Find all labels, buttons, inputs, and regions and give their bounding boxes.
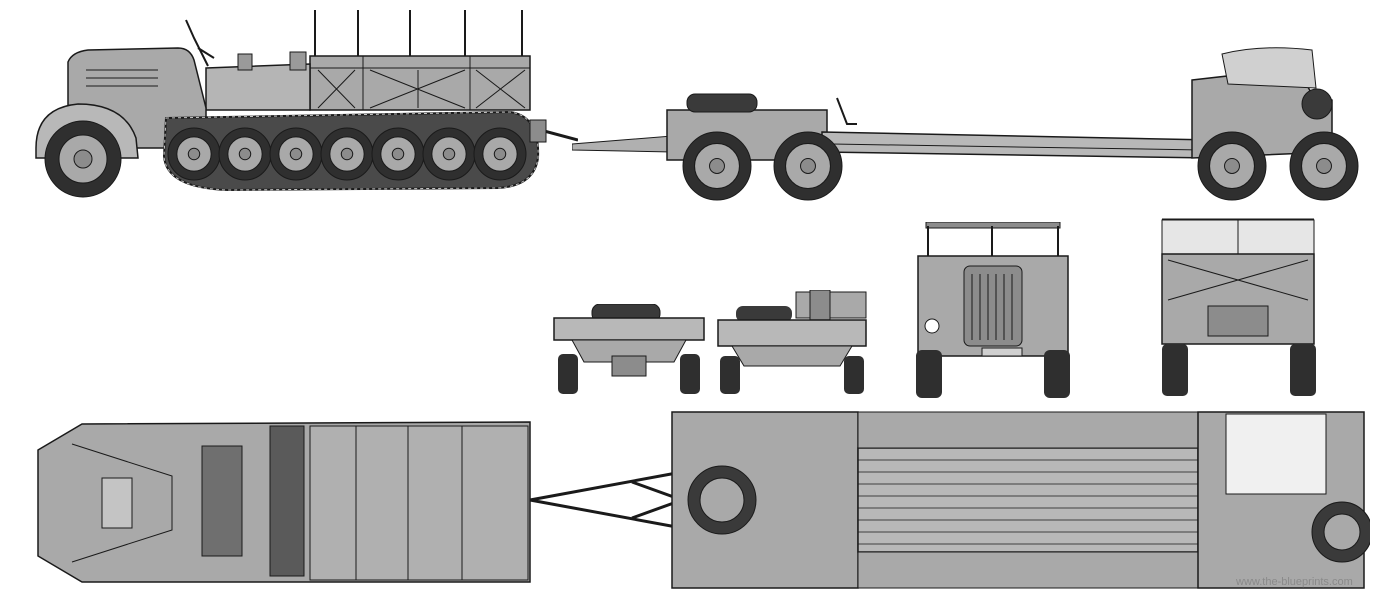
trailer-drawbar bbox=[572, 135, 673, 153]
trailer-wheel bbox=[1289, 131, 1359, 201]
trailer-wheel bbox=[1197, 131, 1267, 201]
road-wheel bbox=[167, 127, 221, 181]
halftrack-top-view bbox=[37, 421, 687, 583]
cargo-stakes bbox=[314, 10, 523, 58]
trailer-rear-view bbox=[553, 304, 705, 394]
road-wheel bbox=[371, 127, 425, 181]
trailer-side-view bbox=[572, 47, 1359, 201]
halftrack-front-view bbox=[916, 222, 1070, 398]
watermark-text: www.the-blueprints.com bbox=[1236, 576, 1353, 588]
road-wheel bbox=[320, 127, 374, 181]
road-wheels bbox=[167, 127, 527, 181]
trailer-wheel bbox=[773, 131, 843, 201]
trailer-wheel bbox=[682, 131, 752, 201]
front-wheel bbox=[44, 120, 122, 198]
road-wheel bbox=[218, 127, 272, 181]
trailer-wheels bbox=[682, 131, 1359, 201]
trailer-front-view bbox=[717, 290, 867, 394]
road-wheel bbox=[422, 127, 476, 181]
halftrack-rear-view bbox=[1161, 218, 1316, 396]
trailer-top-view bbox=[671, 411, 1370, 589]
road-wheel bbox=[269, 127, 323, 181]
road-wheel bbox=[473, 127, 527, 181]
top-drawbar bbox=[529, 470, 687, 530]
halftrack-side-view bbox=[35, 10, 578, 198]
crew-compartment bbox=[205, 63, 311, 111]
